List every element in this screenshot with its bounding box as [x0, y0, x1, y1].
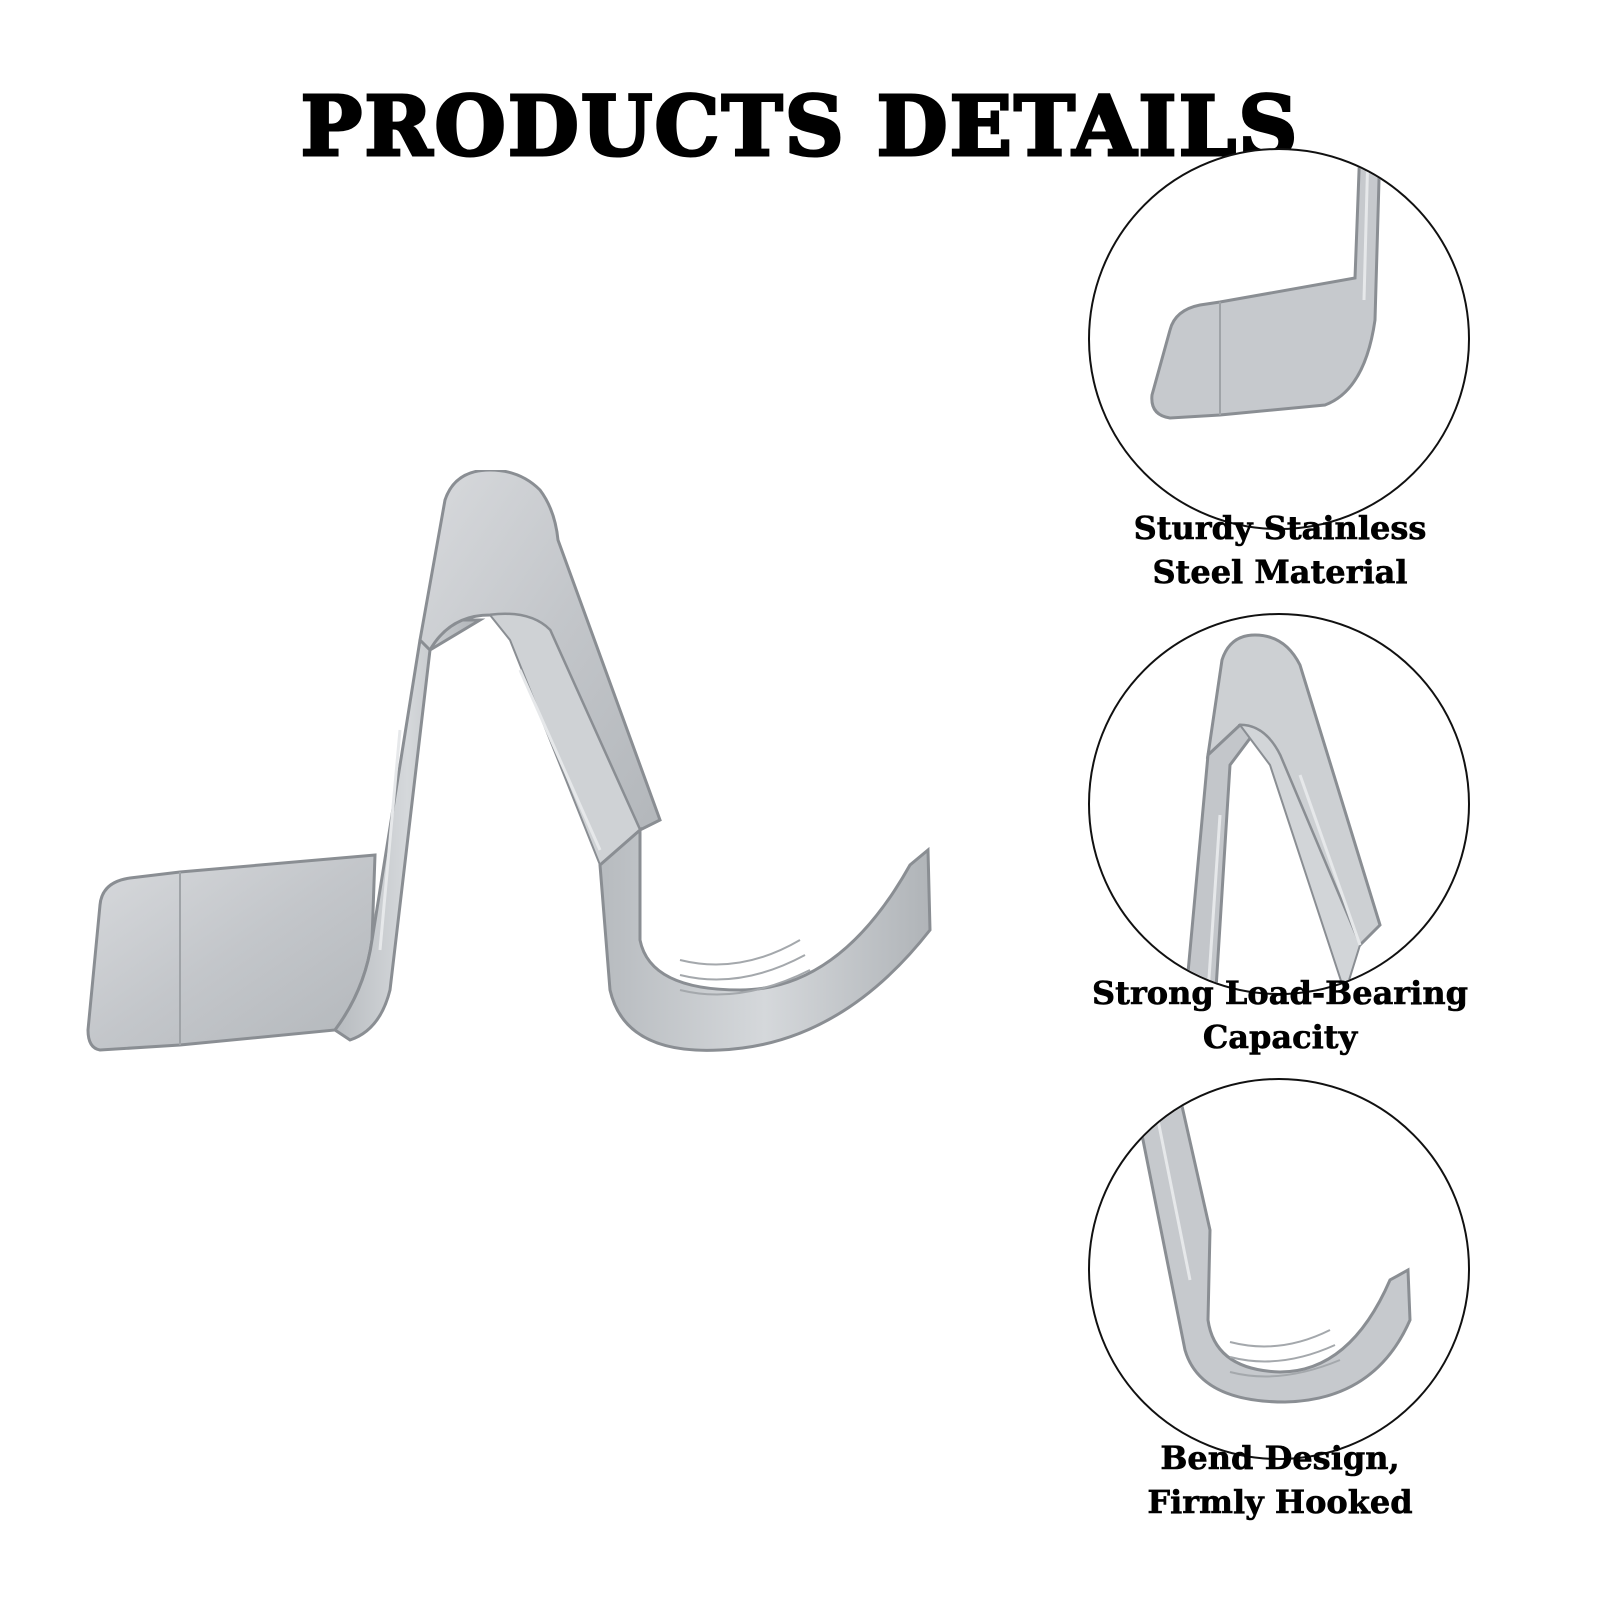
stainless-steel-clip-icon: [86, 468, 932, 1052]
clip-bend-closeup-icon: [1184, 633, 1382, 993]
detail-material: Sturdy Stainless Steel Material: [1088, 148, 1472, 591]
caption-line: Firmly Hooked: [1147, 1483, 1413, 1522]
detail-caption: Strong Load-Bearing Capacity: [1028, 971, 1532, 1059]
caption-line: Capacity: [1202, 1018, 1358, 1057]
main-product-image: [80, 468, 960, 1090]
detail-circle: [1088, 1078, 1470, 1460]
clip-flat-tab-closeup-icon: [1150, 150, 1382, 420]
caption-line: Steel Material: [1152, 553, 1408, 592]
detail-load-bearing: Strong Load-Bearing Capacity: [1088, 613, 1472, 1056]
caption-line: Strong Load-Bearing: [1092, 974, 1469, 1013]
detail-circle: [1088, 613, 1470, 995]
caption-line: Bend Design,: [1160, 1439, 1400, 1478]
clip-hook-closeup-icon: [1129, 1080, 1412, 1404]
page-title: PRODUCTS DETAILS: [299, 77, 1300, 176]
caption-line: Sturdy Stainless: [1133, 509, 1427, 548]
detail-caption: Bend Design, Firmly Hooked: [1028, 1436, 1532, 1524]
detail-caption: Sturdy Stainless Steel Material: [1028, 506, 1532, 594]
detail-circle: [1088, 148, 1470, 530]
detail-hook-design: Bend Design, Firmly Hooked: [1088, 1078, 1472, 1521]
